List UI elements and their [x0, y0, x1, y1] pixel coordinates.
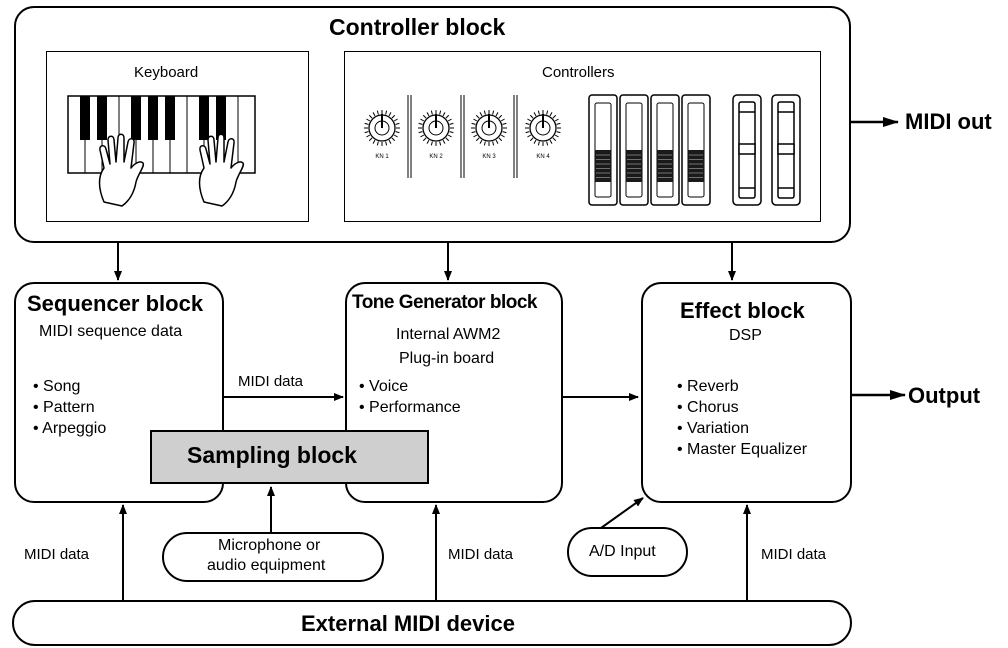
sequencer-item: • Arpeggio — [33, 420, 107, 437]
microphone-line2: audio equipment — [207, 557, 326, 574]
ad-input-box — [567, 527, 688, 577]
tone-generator-item: • Voice — [359, 378, 409, 395]
knob-icon: KN 4 — [525, 110, 561, 160]
midi-data-label-seq-tone: MIDI data — [238, 373, 304, 390]
midi-data-label-effect: MIDI data — [761, 546, 827, 563]
ad-input-label: A/D Input — [589, 543, 656, 560]
microphone-box — [162, 532, 384, 582]
effect-item: • Master Equalizer — [677, 441, 808, 458]
sequencer-item: • Pattern — [33, 399, 95, 416]
effect-title: Effect block — [680, 298, 805, 323]
controller-block-title: Controller block — [329, 14, 506, 40]
microphone-line1: Microphone or — [218, 537, 321, 554]
midi-data-label-tone: MIDI data — [448, 546, 514, 563]
keyboard-panel — [46, 51, 309, 222]
tone-generator-item: • Performance — [359, 399, 461, 416]
knob-icon: KN 1 — [364, 110, 400, 160]
slider-icon — [650, 94, 680, 206]
midi-out-label: MIDI out — [905, 109, 992, 134]
sampling-block — [150, 430, 429, 484]
external-midi-device — [12, 600, 852, 646]
tone-generator-line1: Internal AWM2 — [396, 326, 501, 343]
hands-icon — [98, 133, 245, 207]
knob-label: KN 3 — [482, 154, 496, 160]
controller-block — [14, 6, 851, 243]
knob-label: KN 2 — [429, 154, 443, 160]
knob-label: KN 1 — [375, 154, 389, 160]
knob-icon: KN 3 — [471, 110, 507, 160]
sequencer-title: Sequencer block — [27, 291, 204, 316]
wheel-icon — [732, 94, 762, 206]
sampling-title: Sampling block — [187, 442, 357, 468]
output-label: Output — [908, 383, 981, 408]
tone-generator-line2: Plug-in board — [399, 350, 495, 367]
controllers-label: Controllers — [542, 64, 615, 81]
effect-subtitle: DSP — [729, 327, 762, 344]
external-midi-title: External MIDI device — [301, 611, 515, 636]
arrow-ad-to-effect — [600, 497, 644, 529]
slider-icon — [681, 94, 711, 206]
wheel-icon — [771, 94, 801, 206]
controllers-panel — [344, 51, 821, 222]
sequencer-item: • Song — [33, 378, 81, 395]
tone-generator-title: Tone Generator block — [352, 292, 537, 313]
knob-label: KN 4 — [536, 154, 550, 160]
knob-icon: KN 2 — [418, 110, 454, 160]
effect-item: • Variation — [677, 420, 750, 437]
slider-icon — [619, 94, 649, 206]
effect-block — [641, 282, 852, 503]
effect-item: • Chorus — [677, 399, 739, 416]
keyboard-label: Keyboard — [134, 64, 199, 81]
midi-data-label-sequencer: MIDI data — [24, 546, 90, 563]
slider-icon — [588, 94, 618, 206]
sequencer-subtitle: MIDI sequence data — [39, 323, 183, 340]
effect-item: • Reverb — [677, 378, 739, 395]
